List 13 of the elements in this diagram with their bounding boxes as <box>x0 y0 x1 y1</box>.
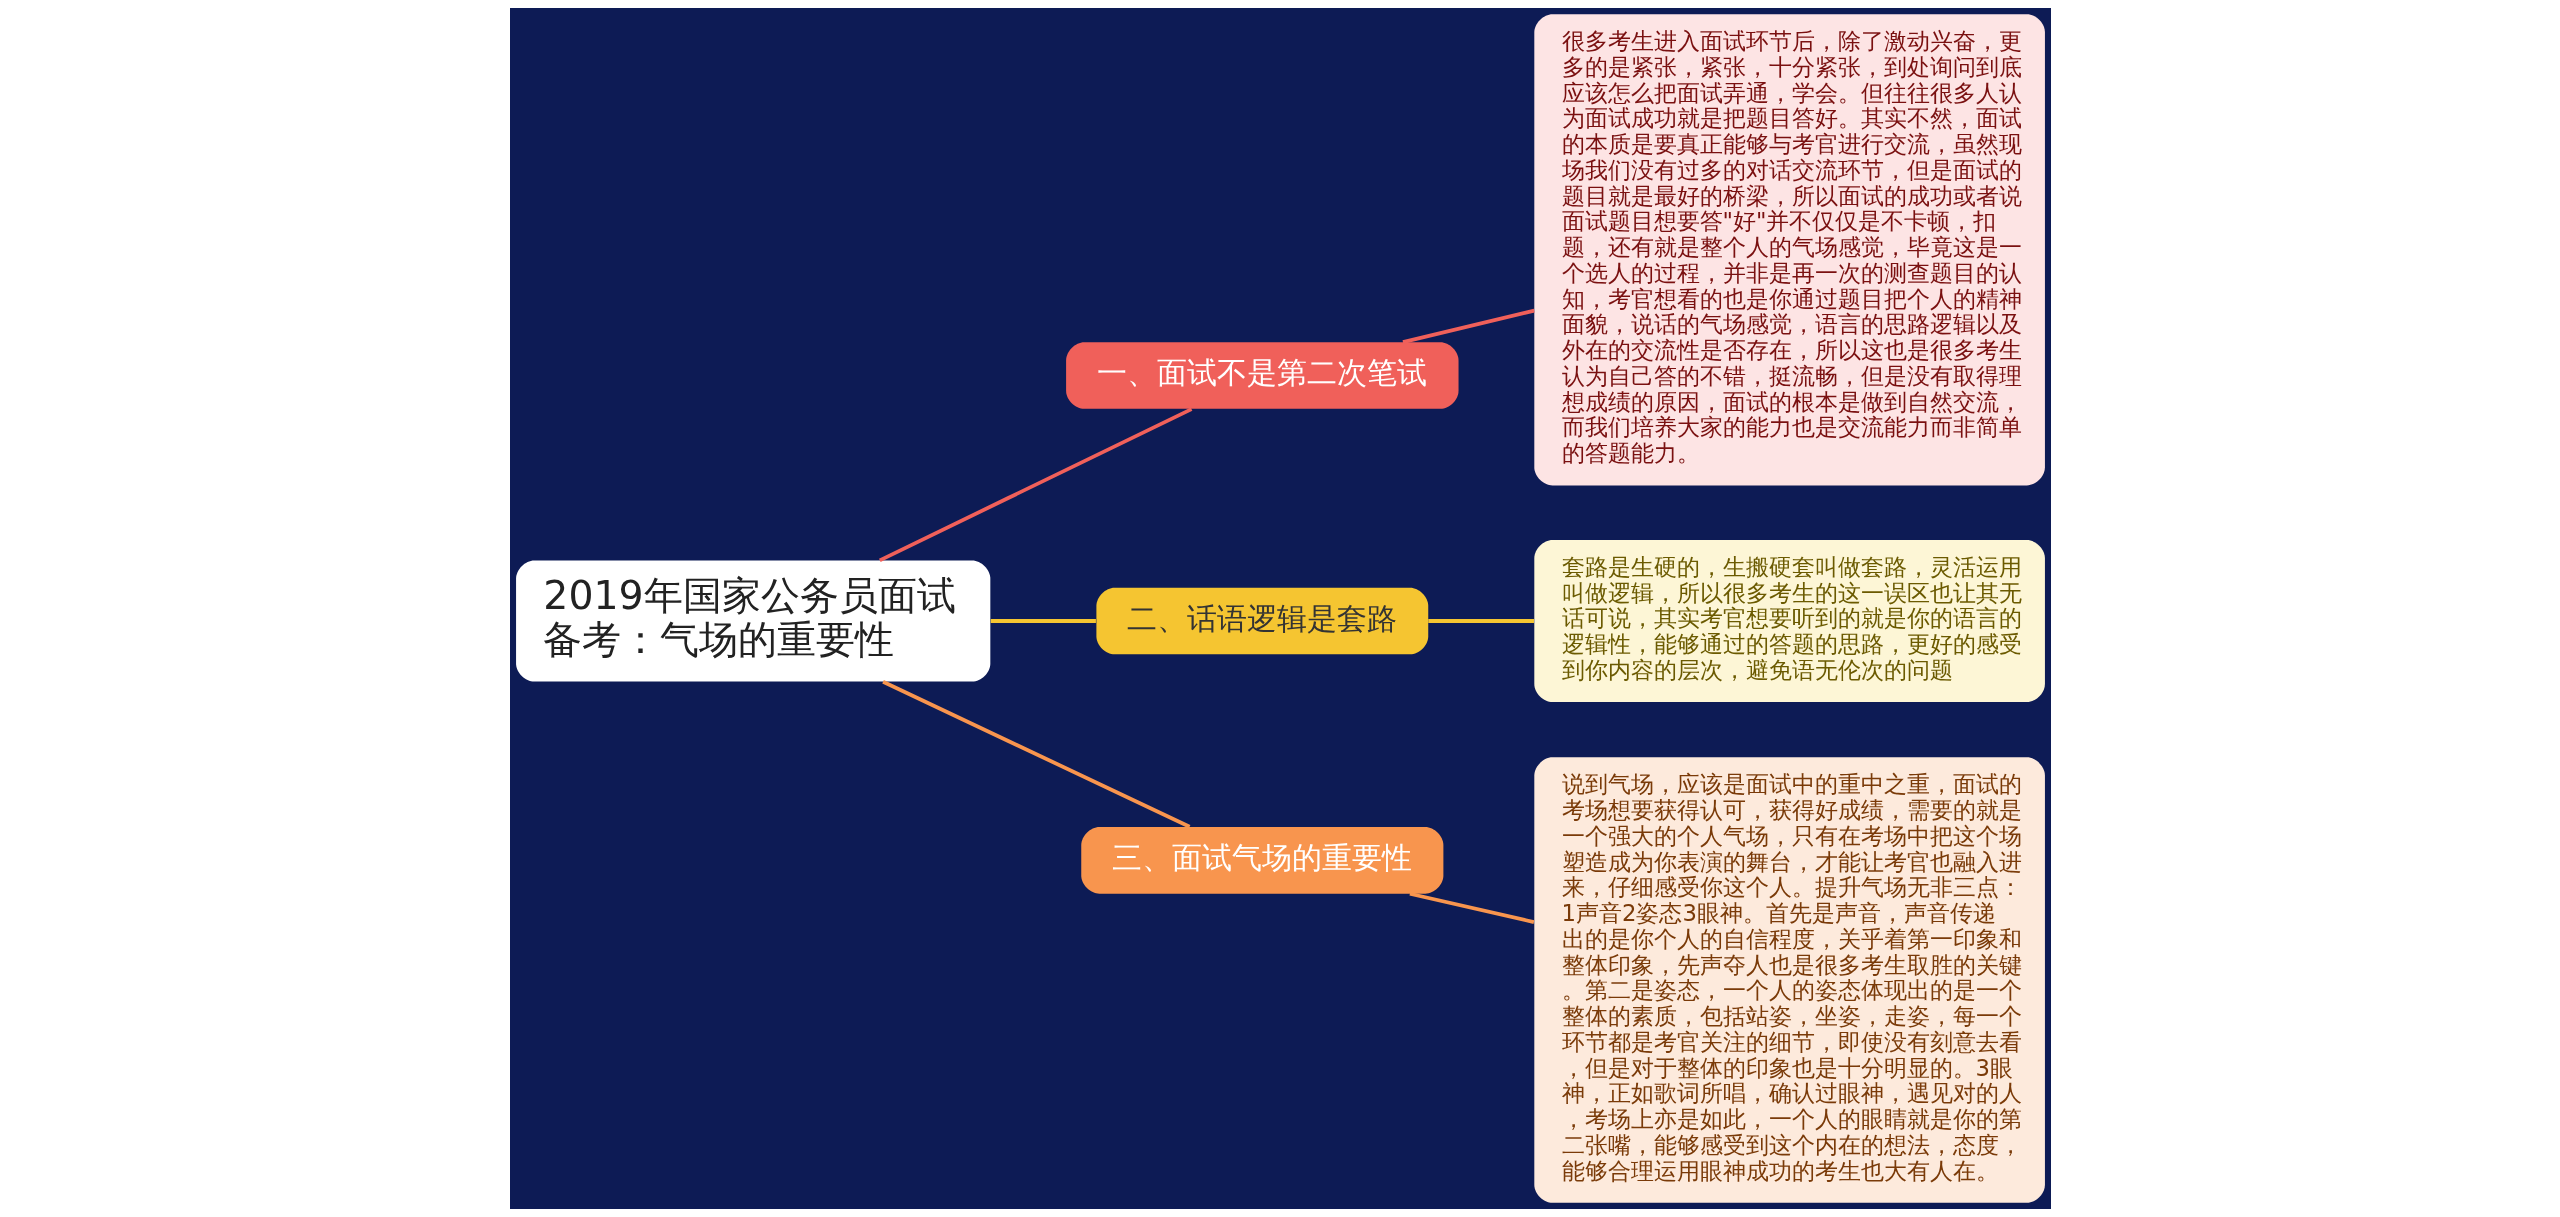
node-box: 套路是生硬的，生搬硬套叫做套路，灵活运用叫做逻辑，所以很多考生的这一误区也让其无话可说，其实考官想要听到的就是你的语言的逻辑性，能够通过的答题的思路，更好的感受到你内容的层次，避免语无伦次的问题 <box>1533 539 2045 703</box>
node-box: 一、面试不是第二次笔试 <box>1065 342 1459 409</box>
connector <box>990 619 1096 623</box>
node-box: 2019年国家公务员面试备考：气场的重要性 <box>515 560 990 682</box>
connector <box>878 407 1192 563</box>
connector <box>1402 308 1535 344</box>
node-box: 三、面试气场的重要性 <box>1080 827 1443 894</box>
node-box: 很多考生进入面试环节后，除了激动兴奋，更多的是紧张，紧张，十分紧张，到处询问到底应该怎么把面试弄通，学会。但往往很多人认为面试成功就是把题目答好。其实不然，面试的本质是要真正能够与考官进行交流，虽然现场我们没有过多的对话交流环节，但是面试的题目就是最好的桥梁，所以面试的成功或者说面试题目想要答"好"并不仅仅是不卡顿，扣题，还有就是整个人的气场感觉，毕竟这是一个选人的过程，并非是再一次的测查题目的认知，考官想看的也是你通过题目把个人的精神面貌，说话的气场感觉，语言的思路逻辑以及外在的交流性是否存在，所以这也是很多考生认为自己答的不错，挺流畅，但是没有取得理想成绩的原因，面试的根本是做到自然交流，而我们培养大家的能力也是交流能力而非简单的答题能力。 <box>1533 14 2045 486</box>
connector <box>1427 619 1534 623</box>
node-box: 二、话语逻辑是套路 <box>1095 587 1428 655</box>
connector <box>1408 891 1534 924</box>
node-box: 说到气场，应该是面试中的重中之重，面试的考场想要获得认可，获得好成绩，需要的就是一个强大的个人气场，只有在考场中把这个场塑造成为你表演的舞台，才能让考官也融入进来，仔细感受你这个人。提升气场无非三点：1声音2姿态3眼神。首先是声音，声音传递出的是你个人的自信程度，关乎着第一印象和整体印象，先声夺人也是很多考生取胜的关键。第二是姿态，一个人的姿态体现出的是一个整体的素质，包括站姿，坐姿，走姿，每一个环节都是考官关注的细节，即使没有刻意去看，但是对于整体的印象也是十分明显的。3眼神，正如歌词所唱，确认过眼神，遇见对的人，考场上亦是如此，一个人的眼睛就是你的第二张嘴，能够感受到这个内在的想法，态度，能够合理运用眼神成功的考生也大有人在。 <box>1533 757 2045 1203</box>
connector <box>881 680 1190 829</box>
